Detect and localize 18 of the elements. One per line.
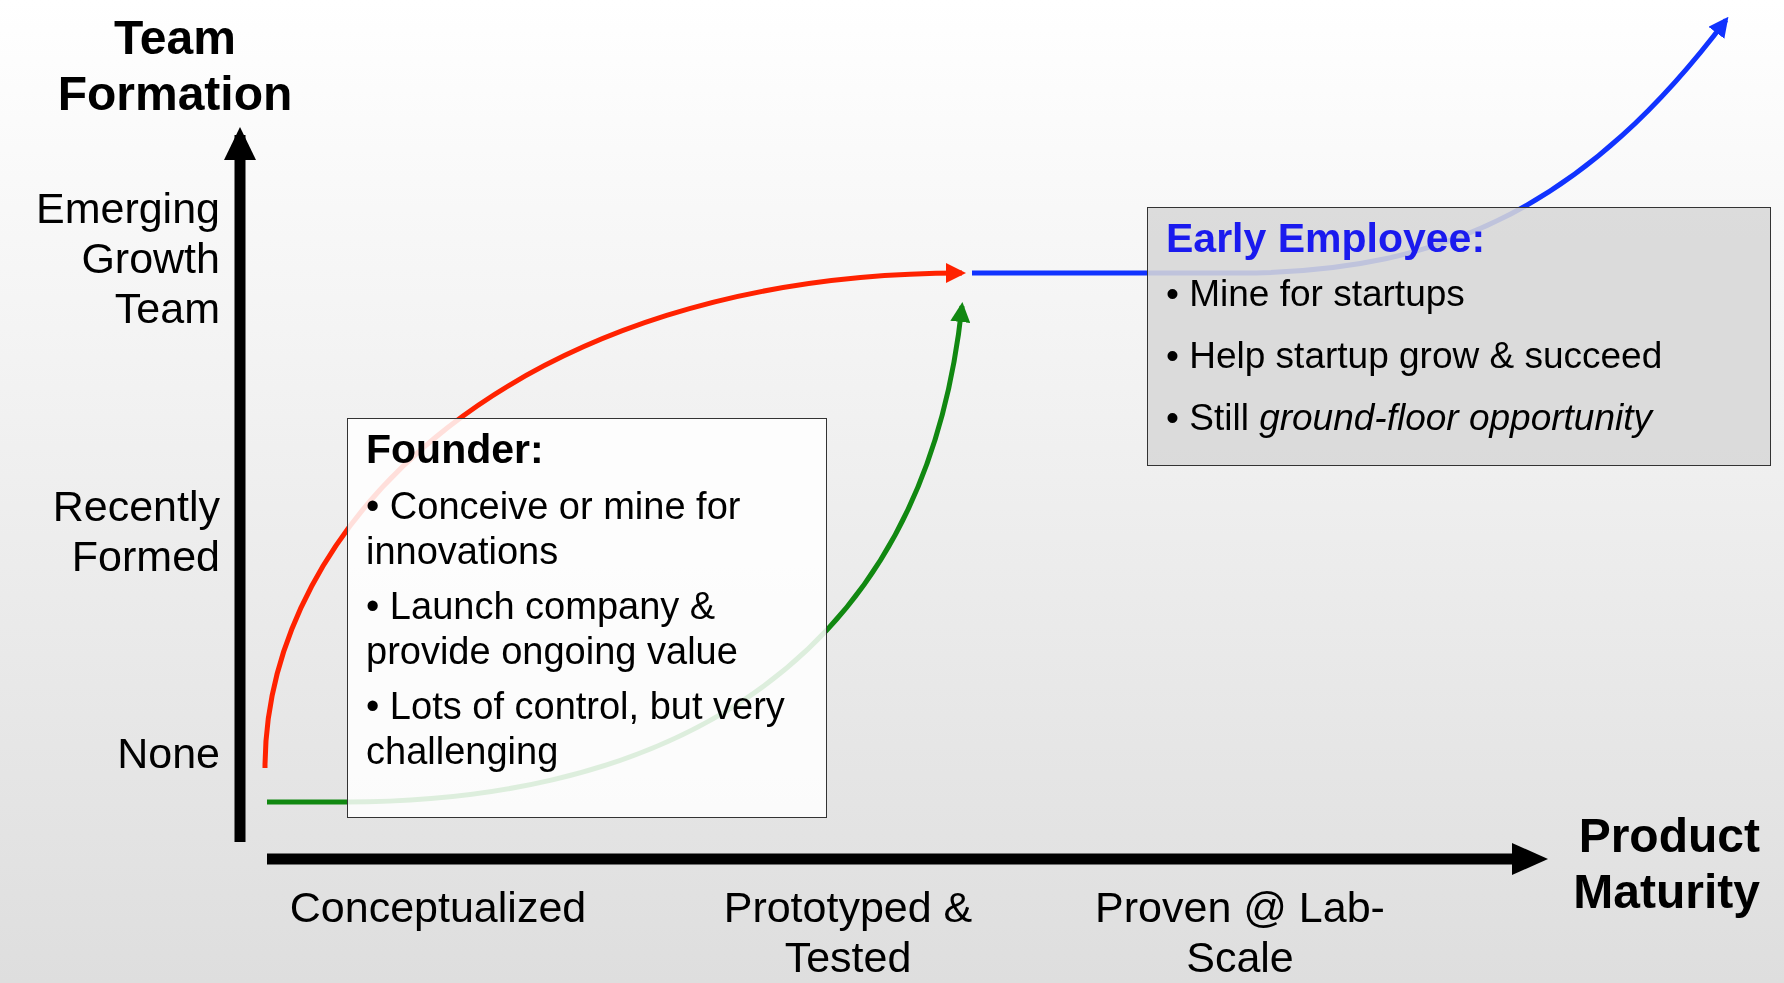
axis-label: Prototyped & Tested bbox=[722, 882, 974, 982]
axis-label: None bbox=[116, 728, 220, 778]
box-heading: Early Employee: bbox=[1166, 216, 1487, 261]
bullet-text: • Conceive or mine for innovations bbox=[366, 484, 742, 574]
bullet-text: • Lots of control, but very challenging bbox=[366, 684, 786, 774]
axis-label: Recently Formed bbox=[51, 481, 220, 581]
text-box bbox=[347, 418, 827, 818]
axis-label: Proven @ Lab-Scale bbox=[1094, 882, 1386, 982]
axis-label: Emerging Growth Team bbox=[34, 183, 220, 333]
bullet-text: • Launch company & provide ongoing value bbox=[366, 584, 739, 674]
bullet-text: • Help startup grow & succeed bbox=[1166, 334, 1664, 378]
bullet-text: • Still ground-floor opportunity bbox=[1166, 396, 1655, 440]
text-box bbox=[1147, 207, 1771, 466]
axis-label: Conceptualized bbox=[288, 882, 588, 932]
axis-title: Product Maturity bbox=[1572, 808, 1760, 920]
box-heading: Founder: bbox=[366, 427, 545, 472]
axis-title: Team Formation bbox=[56, 10, 294, 122]
bullet-text: • Mine for startups bbox=[1166, 272, 1466, 316]
